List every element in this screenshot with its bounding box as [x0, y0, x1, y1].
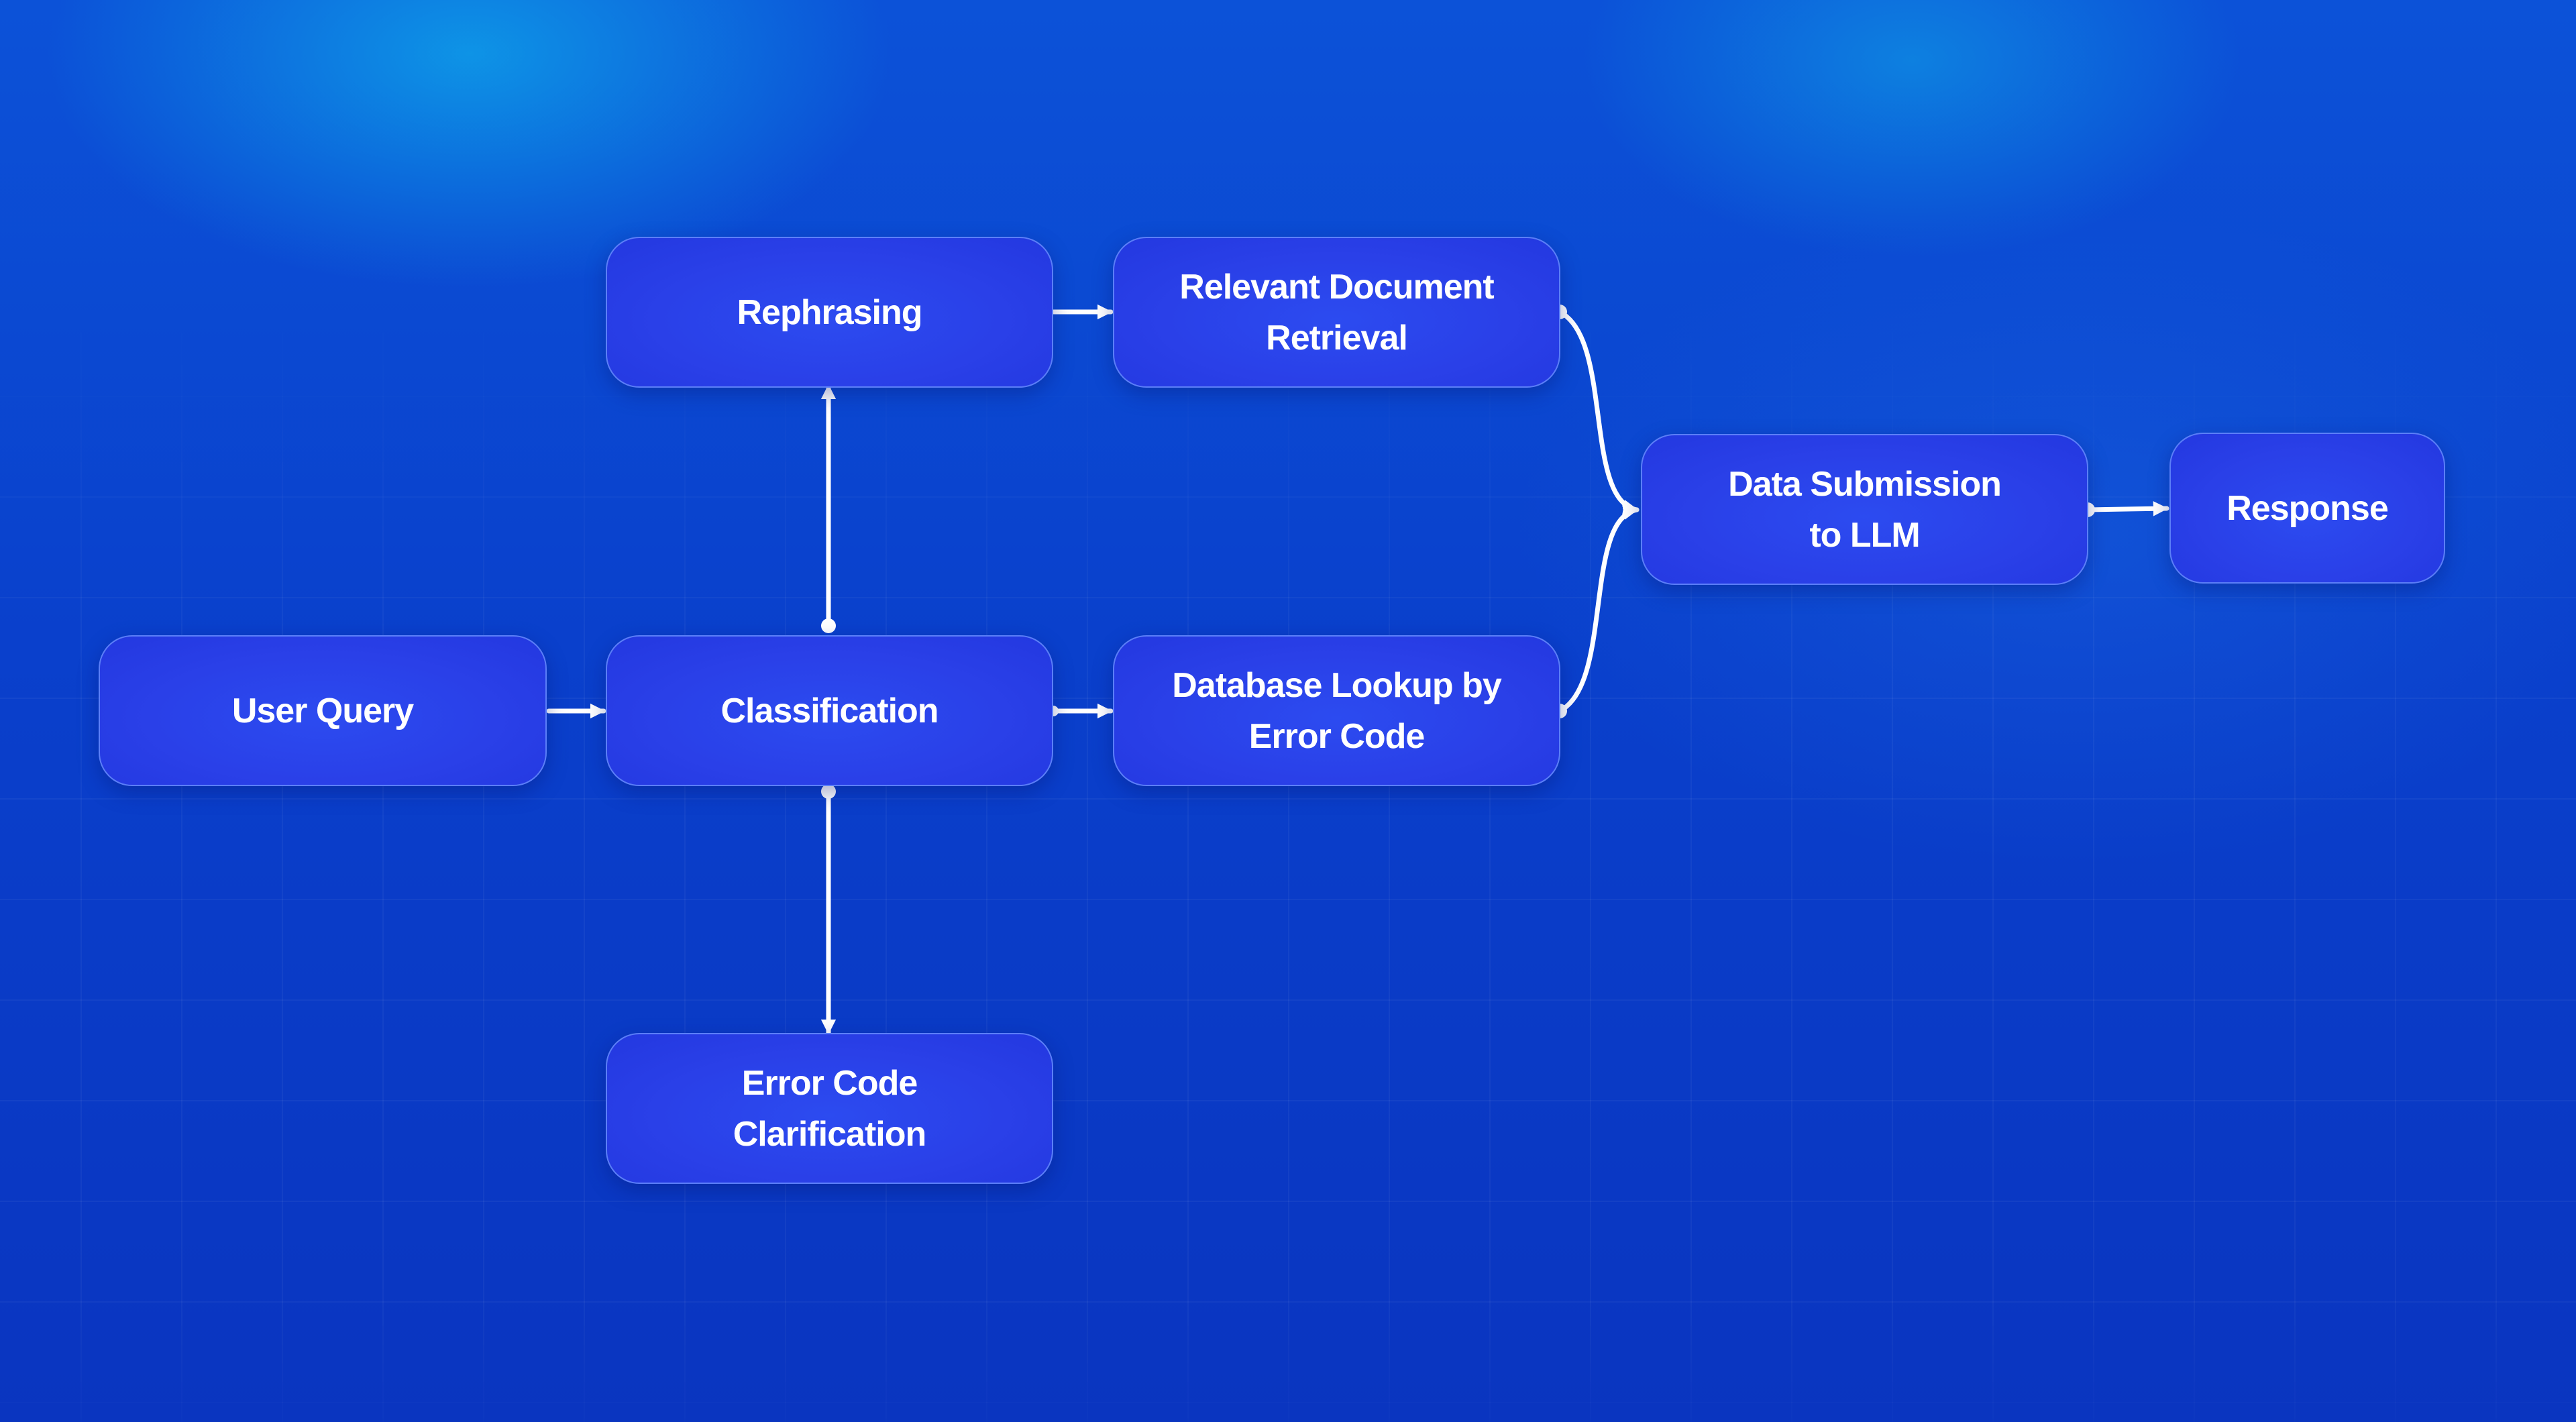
node-label: Rephrasing [737, 292, 922, 332]
node-database-lookup: Database Lookup by Error Code [1113, 635, 1560, 786]
node-classification: Classification [606, 635, 1053, 786]
node-label: Error Code Clarification [733, 1063, 926, 1154]
node-label: Relevant Document Retrieval [1179, 267, 1494, 358]
node-label: Classification [720, 691, 938, 730]
node-error-code-clarification: Error Code Clarification [606, 1033, 1053, 1184]
node-data-submission: Data Submission to LLM [1641, 434, 2088, 585]
edge-relevant-document-retrieval-to-data-submission [1557, 309, 1640, 515]
connector-dot [821, 784, 836, 799]
edge-data-submission-to-response [2085, 501, 2169, 516]
node-label: Data Submission to LLM [1728, 464, 2002, 555]
node-label: User Query [231, 691, 414, 730]
node-user-query: User Query [99, 635, 547, 786]
node-response: Response [2169, 433, 2445, 584]
node-label: Response [2226, 488, 2389, 528]
connector-dot [821, 618, 836, 633]
edge-database-lookup-to-data-submission [1557, 504, 1640, 714]
node-relevant-document-retrieval: Relevant Document Retrieval [1113, 237, 1560, 388]
node-label: Database Lookup by Error Code [1172, 665, 1502, 756]
node-rephrasing: Rephrasing [606, 237, 1053, 388]
